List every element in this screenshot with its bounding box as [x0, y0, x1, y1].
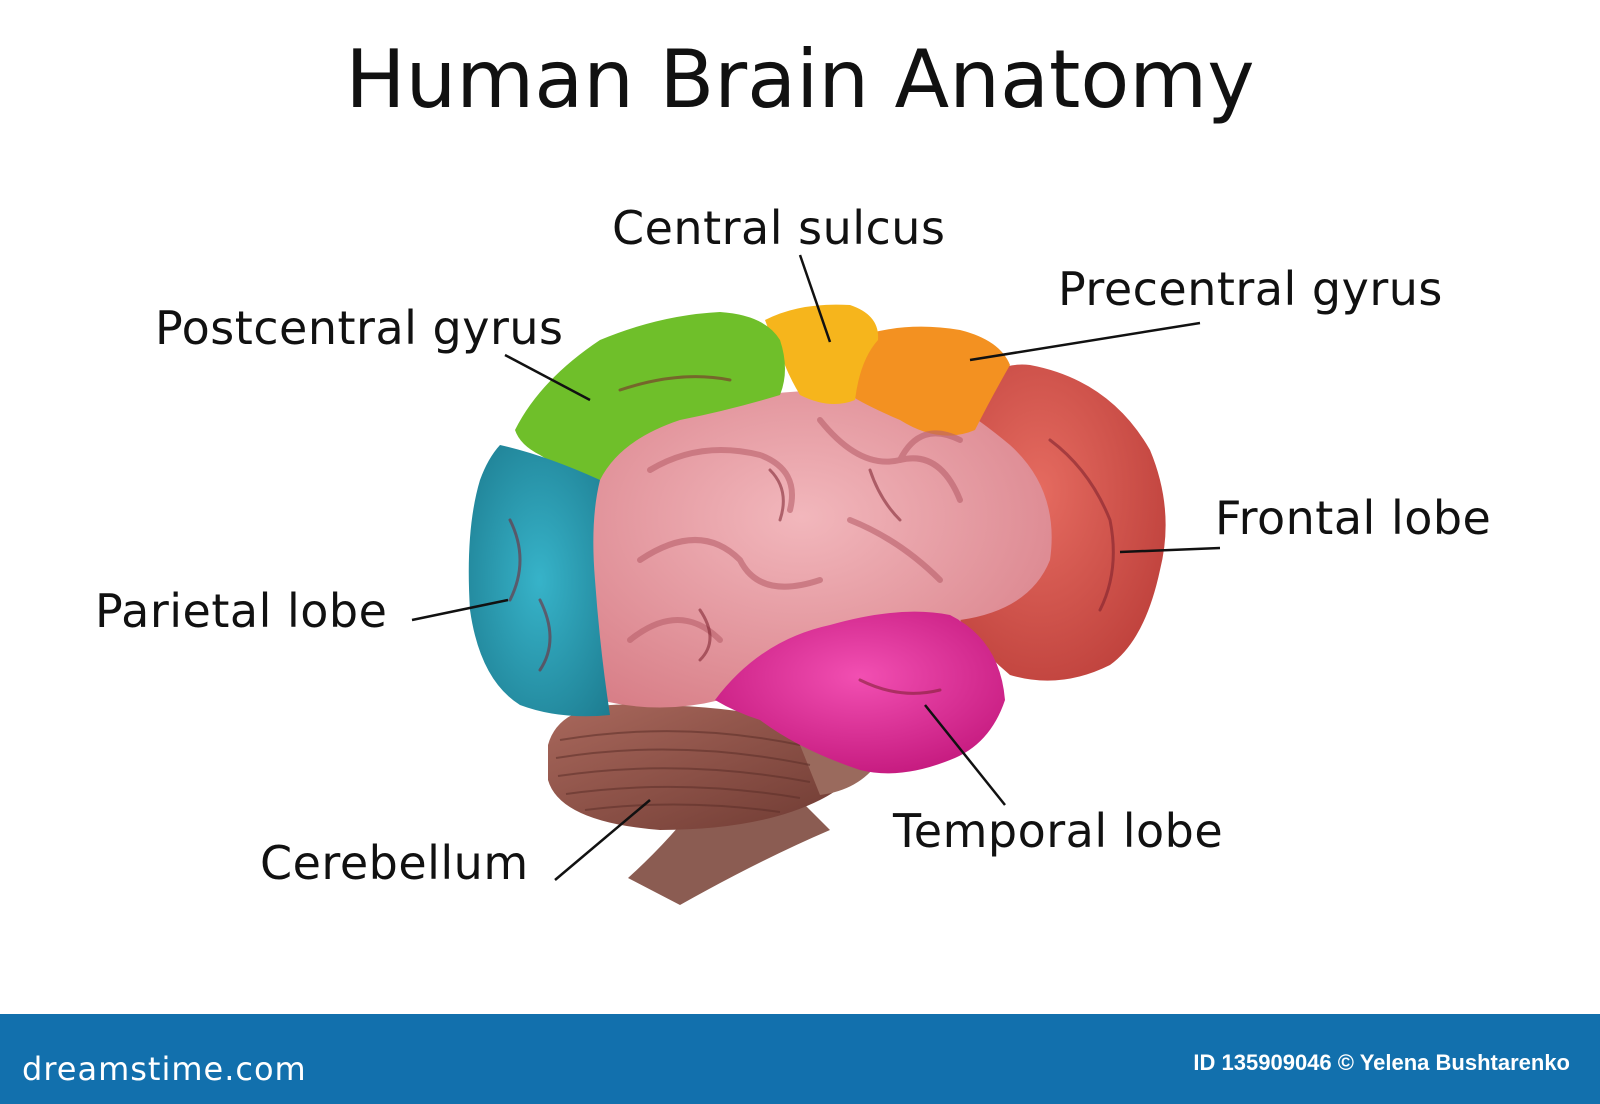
label-precentral-gyrus: Precentral gyrus [1058, 262, 1443, 316]
label-parietal-lobe: Parietal lobe [95, 584, 388, 638]
leader-central-sulcus [798, 254, 832, 343]
parietal-lobe-shape [468, 445, 610, 717]
label-postcentral-gyrus: Postcentral gyrus [155, 301, 564, 355]
postcentral-gyrus-shape [515, 312, 785, 480]
leader-postcentral-gyrus [504, 353, 591, 402]
label-central-sulcus: Central sulcus [612, 201, 946, 255]
cerebellum-shape [548, 704, 853, 830]
footer-bar [0, 1014, 1600, 1104]
footer-logo[interactable]: dreamstime.com [22, 1050, 307, 1088]
label-cerebellum: Cerebellum [260, 836, 529, 890]
temporal-lobe-shape [715, 611, 1005, 774]
central-sulcus-shape [765, 304, 879, 404]
leader-temporal-lobe [924, 704, 1006, 806]
brain-diagram [411, 254, 1221, 905]
footer-credit: ID 135909046 © Yelena Bushtarenko [1193, 1050, 1570, 1075]
label-frontal-lobe: Frontal lobe [1215, 491, 1492, 545]
diagram-title: Human Brain Anatomy [345, 33, 1255, 126]
precentral-gyrus-shape [850, 326, 1010, 436]
leader-parietal-lobe [411, 598, 509, 622]
frontal-lobe-shape [955, 364, 1166, 681]
brainstem-shape [628, 790, 830, 905]
leader-cerebellum [554, 799, 651, 881]
leader-frontal-lobe [1119, 546, 1221, 554]
label-temporal-lobe: Temporal lobe [893, 804, 1224, 858]
leader-precentral-gyrus [969, 321, 1201, 362]
